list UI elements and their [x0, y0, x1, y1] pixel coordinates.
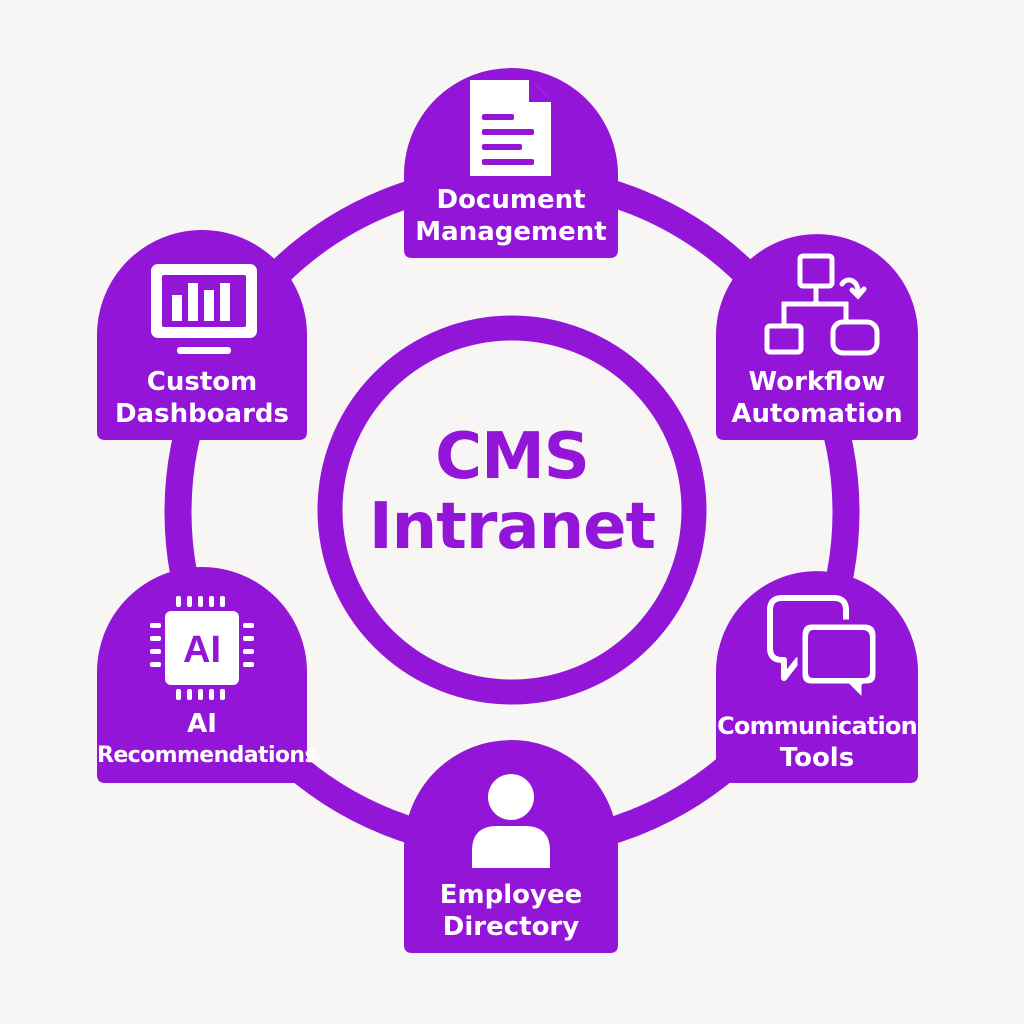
label-line1: Custom	[146, 367, 258, 397]
dashboard-monitor-icon	[151, 264, 257, 354]
document-management-label: Document Management	[404, 184, 618, 248]
label-line2: Dashboards	[114, 399, 290, 429]
node-ai-recommendations: AI	[97, 567, 307, 783]
workflow-automation-label: Workflow Automation	[716, 366, 918, 430]
ai-chip-icon: AI	[150, 596, 254, 700]
label-line2: Management	[415, 217, 607, 247]
node-custom-dashboards	[97, 230, 307, 440]
ai-chip-text: AI	[183, 629, 221, 671]
ai-recommendations-label: AI Recommendations	[97, 708, 318, 772]
node-workflow-automation	[716, 234, 918, 440]
node-communication-tools	[716, 571, 918, 783]
label-line2: Tools	[779, 743, 855, 773]
label-line1: Communication	[717, 712, 918, 740]
document-icon	[470, 80, 551, 176]
node-document-management	[404, 68, 618, 258]
label-line1: AI	[187, 709, 217, 739]
label-line2: Automation	[731, 399, 903, 429]
label-line1: Document	[436, 185, 586, 215]
custom-dashboards-label: Custom Dashboards	[97, 366, 307, 430]
workflow-icon	[764, 253, 880, 356]
center-title: CMS Intranet	[312, 422, 712, 562]
node-background	[716, 234, 918, 440]
chat-bubbles-icon	[767, 595, 881, 705]
center-title-line1: CMS	[435, 420, 590, 494]
communication-tools-label: Communication Tools	[716, 710, 918, 774]
person-icon	[472, 774, 550, 868]
node-employee-directory	[404, 740, 618, 953]
label-line1: Workflow	[748, 367, 886, 397]
center-title-line2: Intranet	[368, 490, 656, 564]
label-line2: Directory	[442, 912, 580, 942]
center-circle	[317, 315, 707, 705]
label-line2: Recommendations	[97, 743, 318, 768]
employee-directory-label: Employee Directory	[404, 879, 618, 943]
label-line1: Employee	[439, 880, 583, 910]
